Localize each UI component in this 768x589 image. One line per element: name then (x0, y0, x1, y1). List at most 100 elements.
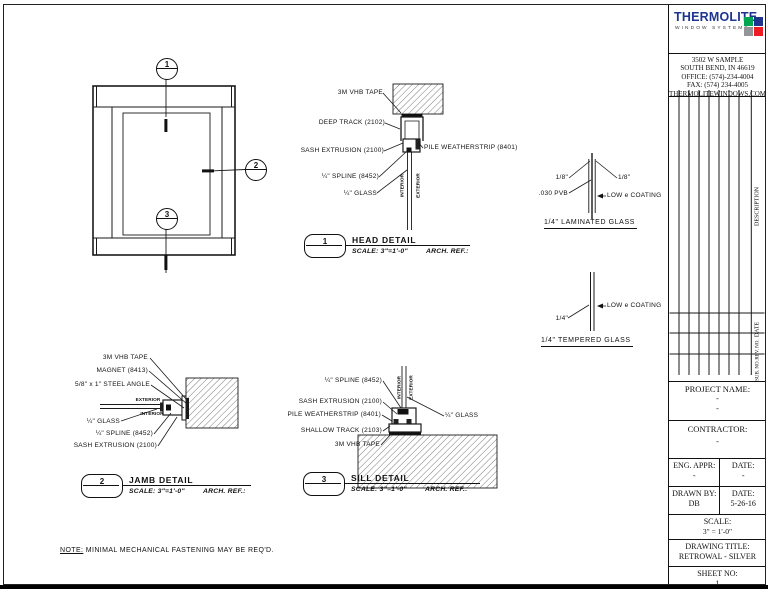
project-name-value: - (716, 404, 719, 413)
note-label: NOTE: (60, 547, 84, 554)
jamb-label-steel-angle: 5/8" x 1" STEEL ANGLE (74, 381, 150, 388)
titlebar-rule (343, 483, 480, 485)
jamb-detail-bubble: 2 (81, 474, 123, 498)
jamb-label-spline: ¼" SPLINE (8452) (95, 430, 153, 437)
head-label-deep-track: DEEP TRACK (2102) (318, 119, 385, 126)
logo-square-blue (754, 17, 763, 26)
sill-exterior-label: EXTERIOR (408, 375, 414, 400)
project-name-cell: PROJECT NAME: - - (669, 381, 766, 420)
drawing-title-cell: DRAWING TITLE: RETROWAL - SILVER (669, 539, 766, 566)
head-label-sash-extrusion: SASH EXTRUSION (2100) (300, 147, 384, 154)
sill-interior-label: INTERIOR (396, 375, 402, 400)
contractor-value: - (716, 437, 719, 446)
contractor-cell: CONTRACTOR: - (669, 420, 766, 458)
sill-label-glass: ¼" GLASS (445, 412, 479, 419)
drawn-by-cell: DRAWN BY: DB (669, 487, 721, 514)
eng-appr-value: - (692, 471, 696, 480)
scale-cell: SCALE: 3" = 1'-0" (669, 514, 766, 539)
eng-date-label: DATE: (731, 461, 755, 470)
eng-date-value: - (741, 471, 745, 480)
address-line: THERMOLITEWINDOWS.COM (669, 89, 767, 98)
tempered-thickness: 1/4" (555, 315, 568, 322)
laminated-right-thickness: 1/8" (618, 174, 631, 181)
callout-divider (156, 218, 178, 219)
brand-logo-text: THERMOLITE (674, 10, 758, 24)
detail-title: JAMB DETAIL (129, 475, 194, 485)
jamb-label-sash-extrusion: SASH EXTRUSION (2100) (73, 442, 157, 449)
general-note: NOTE: MINIMAL MECHANICAL FASTENING MAY B… (60, 547, 274, 554)
contractor-label: CONTRACTOR: (687, 424, 748, 434)
detail-arch-ref: ARCH. REF.: (426, 248, 469, 255)
section-callout-2: 2 (245, 159, 267, 181)
sill-label-pile-weatherstrip: PILE WEATHERSTRIP (8401) (287, 411, 381, 418)
drawn-date-value: 5-26-16 (730, 499, 756, 508)
head-exterior-label: EXTERIOR (415, 173, 421, 198)
drawn-by-value: DB (688, 499, 700, 508)
section-callout-3: 3 (156, 208, 178, 230)
head-label-spline: ¼" SPLINE (8452) (321, 173, 379, 180)
note-text: MINIMAL MECHANICAL FASTENING MAY BE REQ'… (85, 547, 274, 554)
drawn-by-row: DRAWN BY: DB DATE: 5-26-16 (669, 486, 766, 514)
sheet-no-label: SHEET NO: (697, 569, 738, 578)
jamb-label-vhb-tape: 3M VHB TAPE (102, 354, 148, 361)
laminated-glass-title: 1/4" LAMINATED GLASS (544, 219, 637, 229)
detail-title: HEAD DETAIL (352, 235, 417, 245)
laminated-left-thickness: 1/8" (555, 174, 568, 181)
sill-label-sash-extrusion: SASH EXTRUSION (2100) (298, 398, 382, 405)
head-label-vhb-tape: 3M VHB TAPE (337, 89, 383, 96)
drawn-date-label: DATE: (731, 489, 755, 498)
logo-cell: THERMOLITE WINDOW SYSTEMS (669, 10, 766, 53)
jamb-label-glass: ¼" GLASS (86, 418, 120, 425)
callout-divider (245, 169, 267, 170)
scale-value: 3" = 1'-0" (702, 527, 733, 536)
laminated-low-e-label: LOW e COATING (607, 192, 662, 199)
tempered-glass-title: 1/4" TEMPERED GLASS (541, 337, 633, 347)
head-detail-bubble: 1 (304, 234, 346, 258)
drawn-date-cell: DATE: 5-26-16 (720, 487, 766, 514)
eng-appr-row: ENG. APPR: - DATE: - (669, 458, 766, 486)
sheet-no-value: 1 (715, 579, 720, 588)
jamb-interior-label: INTERIOR (140, 411, 164, 416)
project-name-label: PROJECT NAME: (684, 384, 751, 394)
jamb-detail-titlebar: 2 JAMB DETAIL SCALE: 3"=1'-0" ARCH. REF.… (81, 474, 251, 498)
drawn-by-label: DRAWN BY: (672, 489, 717, 498)
section-callout-1: 1 (156, 58, 178, 80)
address-line: OFFICE: (574)-234-4004 (681, 72, 754, 81)
bubble-divider (306, 245, 342, 247)
head-label-pile-weatherstrip: PILE WEATHERSTRIP (8401) (424, 144, 518, 151)
detail-arch-ref: ARCH. REF.: (203, 488, 246, 495)
callout-number: 1 (164, 60, 170, 69)
revision-table: DESCRIPTION DATE REV. NO. SUB. NO. (669, 96, 766, 381)
address-line: 3502 W SAMPLE (691, 56, 744, 64)
detail-scale: SCALE: 3"=1'-0" (129, 488, 185, 495)
titlebar-rule (344, 245, 470, 247)
detail-scale: SCALE: 3"=1'-0" (351, 486, 407, 493)
sill-detail-bubble: 3 (303, 472, 345, 496)
logo-square-red (754, 27, 763, 36)
address-line: FAX: (574) 234-4005 (687, 81, 748, 90)
eng-appr-label: ENG. APPR: (673, 461, 716, 470)
logo-square-green (744, 17, 753, 26)
page-bottom-edge (0, 585, 768, 589)
eng-appr-cell: ENG. APPR: - (669, 459, 721, 486)
sill-detail-titlebar: 3 SILL DETAIL SCALE: 3"=1'-0" ARCH. REF.… (303, 472, 480, 496)
scale-label: SCALE: (703, 517, 732, 526)
head-label-glass: ¼" GLASS (343, 190, 377, 197)
revision-header-description: DESCRIPTION (754, 187, 761, 227)
drawing-title-label: DRAWING TITLE: (685, 542, 750, 551)
detail-arch-ref: ARCH. REF.: (425, 486, 468, 493)
laminated-pvb-label: .030 PVB (538, 190, 568, 197)
titlebar-rule (121, 485, 251, 487)
detail-number: 3 (321, 475, 327, 484)
head-interior-label: INTERIOR (399, 173, 405, 198)
jamb-label-magnet: MAGNET (8413) (96, 367, 148, 374)
company-address-cell: 3502 W SAMPLE SOUTH BEND, IN 46619 OFFIC… (669, 53, 767, 98)
sill-label-vhb-tape: 3M VHB TAPE (334, 441, 380, 448)
address-line: SOUTH BEND, IN 46619 (680, 64, 755, 73)
detail-title: SILL DETAIL (351, 473, 410, 483)
tempered-low-e-label: LOW e COATING (607, 302, 662, 309)
drawing-title-value: RETROWAL - SILVER (678, 552, 757, 561)
logo-square-gray (744, 27, 753, 36)
